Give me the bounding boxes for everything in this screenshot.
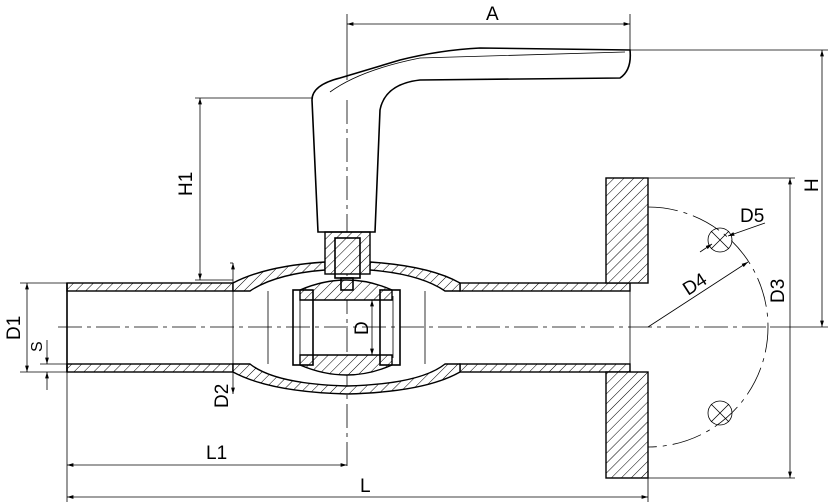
dim-label-d4: D4	[679, 269, 711, 300]
flange	[605, 177, 769, 479]
handle	[311, 47, 632, 233]
dim-label-l: L	[360, 476, 371, 497]
dim-label-a: A	[486, 4, 499, 25]
handle-edge	[329, 51, 626, 93]
bolt-hole-top	[707, 227, 733, 253]
dim-label-l1: L1	[206, 443, 227, 464]
dim-label-h: H	[802, 178, 823, 192]
valve-body	[232, 261, 461, 395]
dim-label-h1: H1	[176, 172, 197, 196]
dim-label-d: D	[352, 321, 373, 335]
bolt-hole-bottom	[707, 400, 733, 426]
dim-label-d5: D5	[740, 206, 764, 227]
dim-label-d3: D3	[768, 279, 789, 303]
dim-label-d1: D1	[4, 316, 25, 340]
stem	[324, 231, 371, 291]
dim-label-d2: D2	[212, 384, 233, 408]
dimension-lines	[20, 14, 828, 502]
dim-label-s: S	[29, 341, 46, 352]
